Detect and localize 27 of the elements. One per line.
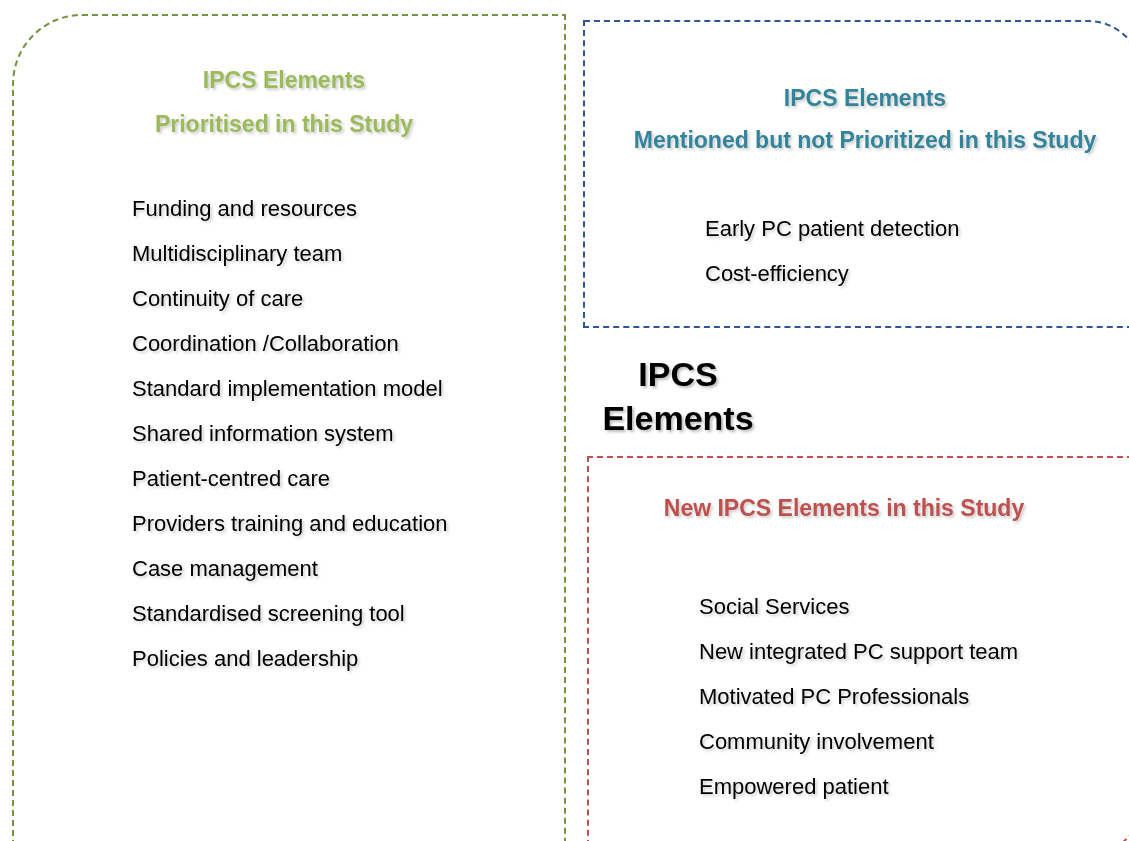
panel-heading: New IPCS Elements in this Study: [663, 494, 1025, 522]
panel-heading: IPCS Elements: [202, 66, 366, 94]
list-item: Social Services: [699, 593, 850, 621]
list-item: Case management: [132, 555, 318, 583]
dashed-panel: [12, 14, 566, 841]
list-item: Standard implementation model: [132, 375, 443, 403]
list-item: Empowered patient: [699, 773, 889, 801]
dashed-panel: [583, 20, 1129, 328]
list-item: Cost-efficiency: [705, 260, 849, 288]
list-item: Patient-centred care: [132, 465, 331, 493]
list-item: Providers training and education: [132, 510, 448, 538]
dashed-panel: [587, 456, 1129, 841]
heading-text: IPCS Elements: [588, 352, 768, 444]
list-item: Standardised screening tool: [132, 600, 405, 628]
list-item: Coordination /Collaboration: [132, 330, 399, 358]
list-item: Continuity of care: [132, 285, 304, 313]
panel-heading: Prioritised in this Study: [154, 110, 414, 138]
list-item: New integrated PC support team: [699, 638, 1019, 666]
list-item: Early PC patient detection: [705, 215, 960, 243]
panel-heading: Mentioned but not Prioritized in this Study: [633, 126, 1097, 154]
list-item: Multidisciplinary team: [132, 240, 343, 268]
list-item: Motivated PC Professionals: [699, 683, 970, 711]
list-item: Policies and leadership: [132, 645, 359, 673]
list-item: Community involvement: [699, 728, 934, 756]
list-item: Funding and resources: [132, 195, 358, 223]
panel-heading: IPCS Elements: [783, 84, 947, 112]
list-item: Shared information system: [132, 420, 394, 448]
